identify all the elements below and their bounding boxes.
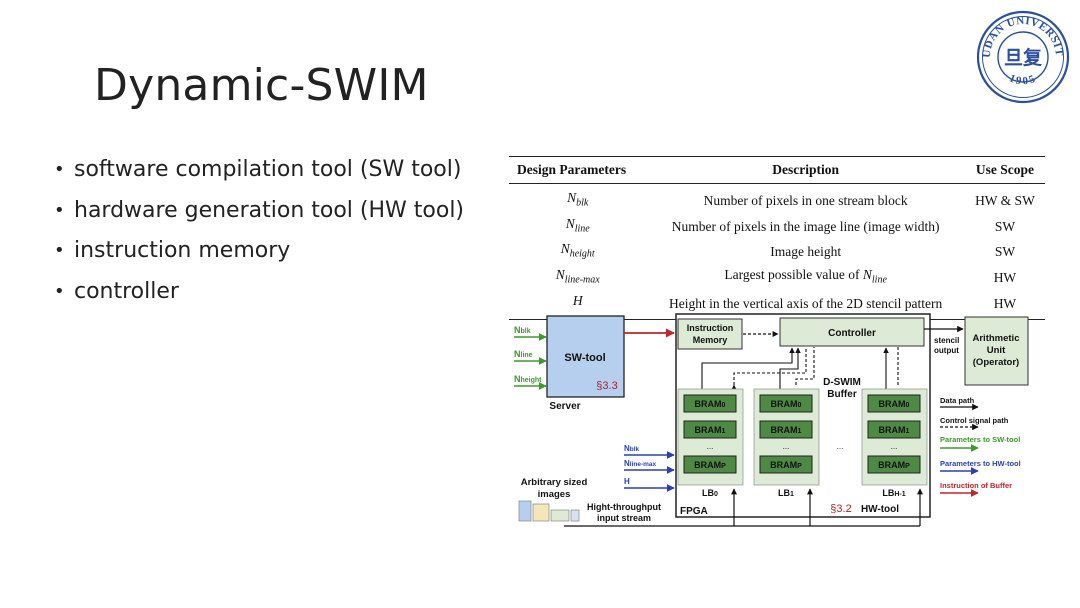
svg-text:Parameters to SW-tool: Parameters to SW-tool — [940, 435, 1020, 444]
svg-text:Data path: Data path — [940, 396, 975, 405]
input-stream-lines — [564, 488, 923, 527]
bram-label: BRAM0 — [771, 399, 802, 409]
svg-text:Instruction: Instruction — [687, 323, 734, 333]
bullet-list: software compilation tool (SW tool) hard… — [52, 150, 464, 312]
param-description: Number of pixels in one stream block — [703, 192, 908, 208]
svg-text:(Operator): (Operator) — [973, 357, 1019, 368]
param-description: Largest possible value of Nline — [724, 267, 887, 286]
design-parameters-table: Design Parameters Description Use Scope … — [509, 156, 1045, 321]
line-buffer-label: LBH-1 — [882, 488, 905, 498]
arithmetic-unit-box: Arithmetic Unit (Operator) — [964, 316, 1029, 386]
bram-label: BRAM0 — [695, 399, 726, 409]
line-buffer-h-1: BRAM0 BRAM1 ... BRAMP LBH-1 — [861, 388, 928, 498]
sw-param-label: Nblk — [514, 325, 531, 335]
svg-text:...: ... — [891, 442, 898, 451]
bram-label: BRAMP — [770, 460, 802, 470]
server-label: Server — [549, 401, 580, 412]
svg-text:Memory: Memory — [693, 335, 728, 345]
hw-param-label: Nblk — [624, 444, 640, 453]
table-header: Description — [646, 156, 965, 184]
sw-param-label: Nline — [514, 349, 533, 359]
architecture-diagram: Nblk Nline Nheight SW-tool §3.3 Server I… — [514, 313, 1029, 527]
controller-signals — [701, 347, 899, 390]
sw-param-label: Nheight — [514, 374, 542, 384]
table-row: Nheight Image height SW — [509, 239, 1045, 265]
bram-label: BRAM1 — [879, 425, 910, 435]
param-scope: HW — [964, 290, 1045, 321]
sw-tool-box: SW-tool §3.3 Server — [546, 315, 625, 412]
param-symbol: Nheight — [560, 241, 595, 261]
hw-param-inputs: Nblk Nline-max H — [624, 444, 675, 492]
legend: Data path Control signal path Parameters… — [940, 396, 1021, 497]
table-row: Nblk Number of pixels in one stream bloc… — [509, 184, 1045, 214]
bullet-item: hardware generation tool (HW tool) — [52, 191, 464, 232]
sw-tool-label: SW-tool — [564, 352, 605, 364]
instruction-memory-box: Instruction Memory — [677, 318, 743, 350]
param-symbol: Nline-max — [555, 267, 600, 286]
param-symbol: Nblk — [567, 190, 589, 209]
seal-glyph: 旦复 — [1004, 46, 1043, 69]
fpga-label: FPGA — [680, 506, 708, 517]
bram-label: BRAM1 — [695, 425, 726, 435]
hw-tool-ref: §3.2 — [830, 503, 851, 515]
svg-text:Unit: Unit — [987, 345, 1006, 356]
svg-text:Instruction of Buffer: Instruction of Buffer — [940, 481, 1012, 490]
line-buffer-0: BRAM0 BRAM1 ... BRAMP LB0 — [677, 388, 744, 498]
svg-text:...: ... — [707, 442, 714, 451]
param-symbol: Nline — [565, 215, 590, 235]
svg-text:1905: 1905 — [1007, 72, 1038, 87]
param-scope: SW — [994, 218, 1016, 234]
table-header: Design Parameters — [509, 156, 647, 184]
line-buffer-label: LB0 — [702, 488, 718, 498]
svg-text:Parameters to HW-tool: Parameters to HW-tool — [940, 459, 1021, 468]
svg-text:Control signal path: Control signal path — [940, 416, 1009, 425]
param-scope: HW & SW — [975, 192, 1035, 208]
seal-year: 1905 — [1007, 72, 1036, 87]
sw-tool-ref: §3.3 — [596, 380, 617, 392]
param-scope: HW — [993, 269, 1017, 285]
table-header: Use Scope — [964, 156, 1045, 184]
slide-title: Dynamic-SWIM — [94, 60, 429, 111]
sw-param-inputs: Nblk Nline Nheight — [514, 325, 547, 390]
hw-param-label: Nline-max — [624, 459, 657, 468]
controller-box: Controller — [779, 317, 925, 347]
bram-label: BRAMP — [878, 460, 910, 470]
line-buffer-1: BRAM0 BRAM1 ... BRAMP LB1 — [753, 388, 820, 498]
table-row: Nline-max Largest possible value of Nlin… — [509, 265, 1045, 291]
columns-ellipsis: ... — [837, 442, 844, 451]
bram-label: BRAM1 — [771, 425, 802, 435]
bullet-item: controller — [52, 272, 464, 313]
svg-text:Controller: Controller — [828, 328, 876, 339]
bram-label: BRAMP — [694, 460, 726, 470]
line-buffer-label: LB1 — [778, 488, 794, 498]
svg-text:...: ... — [783, 442, 790, 451]
svg-text:Arithmetic: Arithmetic — [973, 333, 1020, 344]
table-row: Nline Number of pixels in the image line… — [509, 214, 1045, 240]
param-scope: SW — [994, 244, 1016, 260]
param-description: Image height — [770, 244, 842, 260]
bram-label: BRAM0 — [879, 399, 910, 409]
hw-tool-label: HW-tool — [861, 504, 899, 515]
hw-param-label: H — [624, 477, 630, 486]
param-description: Number of pixels in the image line (imag… — [671, 218, 940, 234]
bullet-item: instruction memory — [52, 231, 464, 272]
university-seal-logo: FUDAN UNIVERSITY 1905 旦复 — [976, 10, 1070, 104]
bullet-item: software compilation tool (SW tool) — [52, 150, 464, 191]
